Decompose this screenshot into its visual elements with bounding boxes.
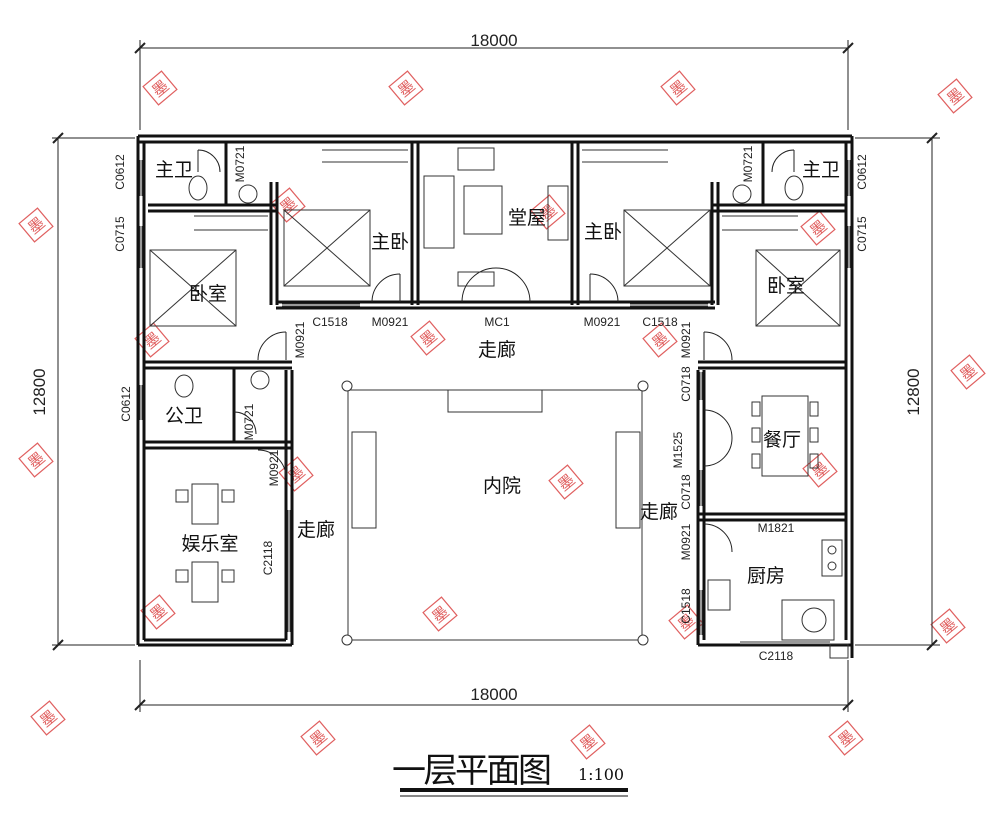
code-m0721-tl: M0721 bbox=[233, 145, 247, 182]
room-master-bed-right: 主卧 bbox=[584, 221, 622, 243]
courtyard bbox=[341, 380, 649, 646]
watermark-stamp-icon: 墨 bbox=[930, 608, 966, 644]
walls bbox=[136, 134, 854, 658]
watermark-stamp-icon: 墨 bbox=[278, 456, 314, 492]
code-mc1: MC1 bbox=[484, 315, 510, 329]
dimension-lines bbox=[52, 40, 940, 712]
room-master-bath-left: 主卫 bbox=[155, 159, 193, 181]
watermark-stamp-icon: 墨 bbox=[134, 322, 170, 358]
code-c2118-l: C2118 bbox=[261, 540, 275, 575]
room-corridor-left: 走廊 bbox=[297, 519, 335, 541]
dimension-bottom: 18000 bbox=[470, 685, 517, 704]
code-c0715-l: C0715 bbox=[113, 216, 127, 252]
code-c1518-r: C1518 bbox=[642, 315, 678, 329]
room-corridor-right: 走廊 bbox=[640, 501, 678, 523]
drawing-title: 一层平面图 bbox=[392, 751, 552, 791]
watermark-stamp-icon: 墨 bbox=[660, 70, 696, 106]
opening-codes: C0612 C0612 C0715 C0715 M0721 M0721 C151… bbox=[113, 145, 869, 663]
drawing-scale: 1:100 bbox=[578, 765, 624, 784]
code-c1518-k: C1518 bbox=[679, 588, 693, 624]
watermark-stamp-icon: 墨 bbox=[800, 210, 836, 246]
code-m0721-tr: M0721 bbox=[741, 145, 755, 182]
furniture bbox=[149, 147, 849, 659]
code-m0921-vl: M0921 bbox=[293, 321, 307, 358]
watermark-layer: 墨墨墨墨墨墨墨墨墨墨墨墨墨墨墨墨墨墨墨墨墨墨墨墨 bbox=[18, 70, 986, 760]
room-hall: 堂屋 bbox=[508, 207, 546, 229]
room-public-bath: 公卫 bbox=[165, 405, 203, 427]
code-m0921-r: M0921 bbox=[584, 315, 621, 329]
watermark-stamp-icon: 墨 bbox=[828, 720, 864, 756]
code-m1821: M1821 bbox=[758, 521, 795, 535]
code-m0921-ent: M0921 bbox=[267, 449, 281, 486]
watermark-stamp-icon: 墨 bbox=[140, 594, 176, 630]
code-c0612-tl: C0612 bbox=[113, 154, 127, 190]
code-m0921-kit: M0921 bbox=[679, 523, 693, 560]
room-kitchen: 厨房 bbox=[747, 565, 785, 587]
room-dining: 餐厅 bbox=[763, 429, 801, 451]
code-c0612-tr: C0612 bbox=[855, 154, 869, 190]
room-master-bath-right: 主卫 bbox=[802, 159, 840, 181]
watermark-stamp-icon: 墨 bbox=[422, 596, 458, 632]
room-entertainment: 娱乐室 bbox=[181, 533, 238, 555]
code-m0721-pub: M0721 bbox=[242, 403, 256, 440]
code-c2118-b: C2118 bbox=[759, 649, 794, 663]
dimension-left: 12800 bbox=[30, 368, 49, 415]
watermark-stamp-icon: 墨 bbox=[548, 464, 584, 500]
code-c1518-l: C1518 bbox=[312, 315, 348, 329]
watermark-stamp-icon: 墨 bbox=[388, 70, 424, 106]
code-c0718-a: C0718 bbox=[679, 366, 693, 402]
watermark-stamp-icon: 墨 bbox=[570, 724, 606, 760]
code-c0612-pub: C0612 bbox=[119, 386, 133, 422]
watermark-stamp-icon: 墨 bbox=[18, 442, 54, 478]
watermark-stamp-icon: 墨 bbox=[300, 720, 336, 756]
windows bbox=[139, 160, 851, 645]
room-bedroom-left: 卧室 bbox=[189, 283, 227, 305]
doors bbox=[197, 149, 795, 553]
room-labels: 主卫 主卫 主卧 堂屋 主卧 卧室 卧室 走廊 公卫 餐厅 内院 走廊 走廊 娱… bbox=[155, 159, 840, 587]
code-c0718-b: C0718 bbox=[679, 474, 693, 510]
watermark-stamp-icon: 墨 bbox=[937, 78, 973, 114]
dimension-top: 18000 bbox=[470, 31, 517, 50]
watermark-stamp-icon: 墨 bbox=[410, 320, 446, 356]
room-courtyard: 内院 bbox=[483, 475, 521, 497]
code-m1525: M1525 bbox=[671, 431, 685, 468]
code-m0921-vr: M0921 bbox=[679, 321, 693, 358]
watermark-stamp-icon: 墨 bbox=[18, 207, 54, 243]
watermark-stamp-icon: 墨 bbox=[950, 354, 986, 390]
dimension-right: 12800 bbox=[904, 368, 923, 415]
watermark-stamp-icon: 墨 bbox=[30, 700, 66, 736]
room-bedroom-right: 卧室 bbox=[767, 275, 805, 297]
code-c0715-r: C0715 bbox=[855, 216, 869, 252]
room-corridor-top: 走廊 bbox=[478, 339, 516, 361]
code-m0921-l: M0921 bbox=[372, 315, 409, 329]
room-master-bed-left: 主卧 bbox=[371, 231, 409, 253]
watermark-stamp-icon: 墨 bbox=[142, 70, 178, 106]
